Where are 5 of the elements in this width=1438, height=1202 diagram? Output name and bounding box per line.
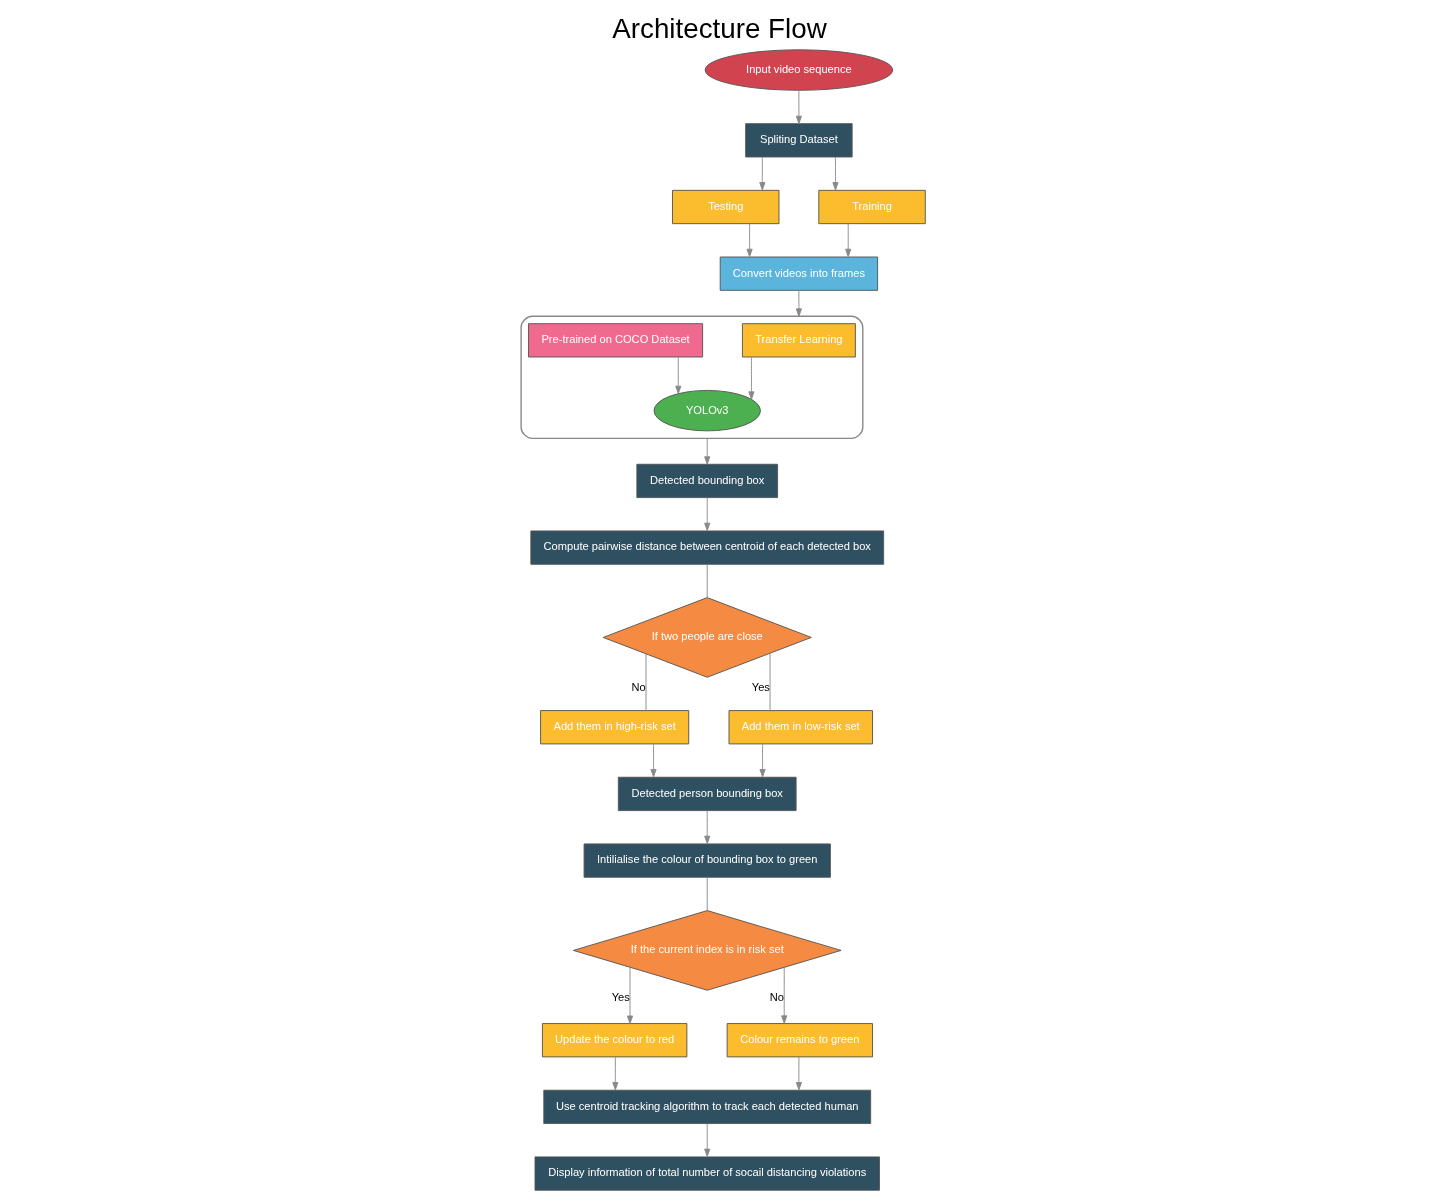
edge-label: No bbox=[631, 681, 646, 694]
edge-label: Yes bbox=[611, 990, 630, 1003]
edge-label: No bbox=[769, 990, 784, 1003]
diagram-title: Architecture Flow bbox=[611, 12, 827, 44]
edge-label: Yes bbox=[751, 680, 770, 693]
